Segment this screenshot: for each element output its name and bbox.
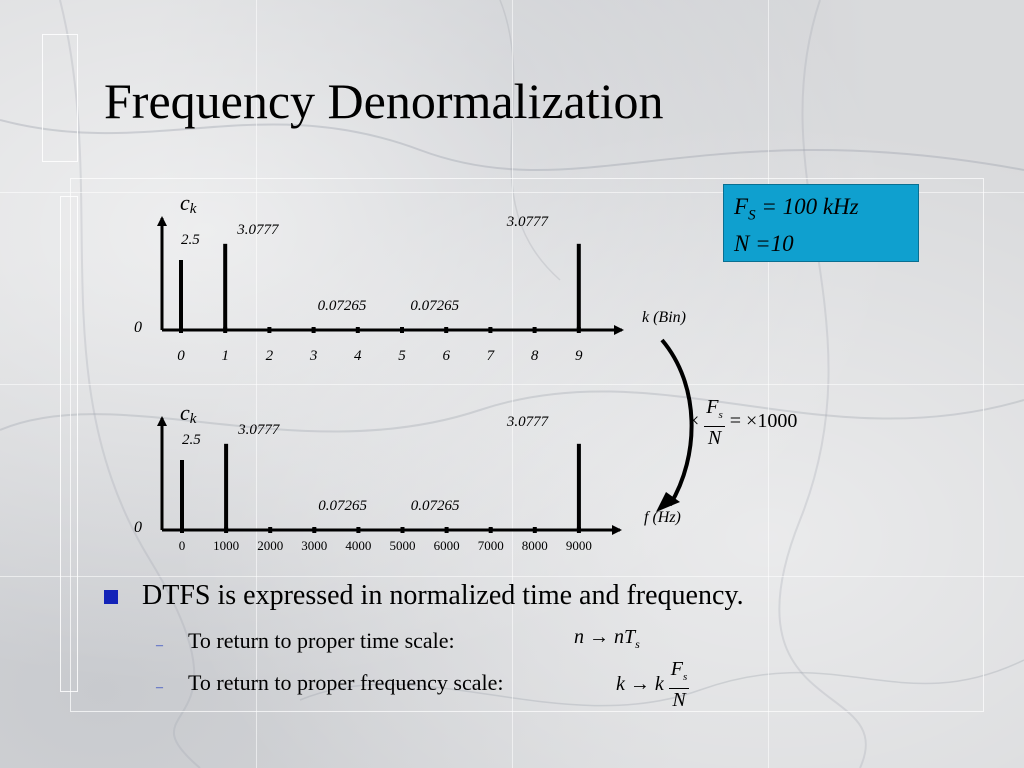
x-tick-label: 5000 [390, 538, 416, 553]
x-tick-mark [532, 527, 537, 533]
x-tick-label: 9 [575, 348, 583, 364]
x-tick-label: 0 [179, 538, 186, 553]
x-tick-label: 8000 [522, 538, 548, 553]
data-label: 0.07265 [318, 298, 367, 314]
zero-label: 0 [134, 519, 142, 536]
dash-icon: – [156, 638, 163, 653]
x-tick-mark [356, 527, 361, 533]
x-tick-label: 6000 [434, 538, 460, 553]
spectral-bar [180, 460, 184, 530]
y-axis-label: ck [180, 190, 197, 217]
x-axis-label: f (Hz) [644, 509, 681, 526]
conversion-arrow-head [656, 492, 680, 512]
y-axis-label: ck [180, 400, 197, 427]
x-tick-mark [444, 527, 449, 533]
spectral-bar [576, 243, 581, 330]
dash-icon: – [156, 680, 163, 695]
sampling-frequency: FS = 100 kHz [734, 194, 859, 224]
slide-title: Frequency Denormalization [104, 73, 664, 129]
data-label: 3.0777 [506, 414, 550, 430]
spectral-bar [312, 527, 317, 530]
data-label: 0.07265 [411, 498, 460, 514]
data-label: 2.5 [182, 432, 201, 448]
sample-count: N =10 [734, 230, 794, 256]
x-tick-mark [400, 527, 405, 533]
conversion-formula: × Fs N = ×1000 [688, 396, 798, 449]
sampling-info-box: FS = 100 kHz N =10 [723, 184, 919, 262]
time-scale-label: To return to proper time scale: [188, 628, 455, 653]
x-tick-label: 1 [221, 348, 229, 364]
x-tick-label: 3 [309, 348, 318, 364]
x-tick-mark [400, 327, 404, 333]
x-tick-label: 8 [531, 348, 539, 364]
spectral-bar [576, 443, 581, 530]
frequency-scale-formula: k → k Fs N [616, 658, 690, 711]
hz-spectrum-chart: 0 ck f (Hz) 0 2.5 1000 3.0777 2000 3000 0.07265 40… [134, 400, 681, 553]
x-tick-label: 6 [442, 348, 450, 364]
spectral-bar [224, 443, 229, 530]
decorative-bar [42, 34, 78, 162]
data-label: 0.07265 [410, 298, 459, 314]
spectral-bar [488, 527, 493, 530]
spectral-bar [488, 327, 493, 330]
conversion-arrow [660, 338, 694, 507]
x-tick-label: 4 [354, 348, 362, 364]
decorative-bar [60, 196, 78, 692]
x-tick-label: 7000 [478, 538, 504, 553]
x-tick-label: 2 [266, 348, 274, 364]
data-label: 3.0777 [236, 222, 280, 238]
zero-label: 0 [134, 319, 142, 336]
data-label: 3.0777 [506, 214, 550, 230]
tile-seam [512, 0, 513, 768]
data-label: 3.0777 [237, 422, 281, 438]
spectral-bar [179, 260, 183, 330]
x-tick-mark [532, 327, 537, 333]
bin-spectrum-chart: 0 ck k (Bin) 0 2.5 1 3.0777 2 3 0.07265 4 5 6 7 0.0726… [134, 190, 686, 364]
x-tick-label: 3000 [301, 538, 327, 553]
x-tick-label: 9000 [566, 538, 592, 553]
x-tick-mark [355, 327, 360, 333]
x-tick-label: 2000 [257, 538, 283, 553]
tile-seam [256, 0, 257, 768]
x-tick-mark [267, 327, 272, 333]
fs-over-n-fraction: Fs N [668, 658, 690, 711]
x-axis-label: k (Bin) [642, 309, 686, 326]
data-label: 2.5 [181, 232, 200, 248]
x-tick-label: 5 [398, 348, 406, 364]
x-tick-label: 1000 [213, 538, 239, 553]
x-tick-label: 7 [487, 348, 496, 364]
x-tick-mark [444, 327, 449, 333]
bullet-main-text: DTFS is expressed in normalized time and… [142, 580, 744, 611]
spectral-bar [223, 243, 228, 330]
data-label: 0.07265 [318, 498, 367, 514]
content-frame [70, 178, 984, 712]
fs-over-n-fraction: Fs N [704, 396, 725, 449]
time-scale-formula: n → nTs [574, 626, 640, 651]
x-tick-label: 4000 [345, 538, 371, 553]
frequency-scale-label: To return to proper frequency scale: [188, 670, 504, 695]
tile-seam [768, 0, 769, 768]
bullet-square-icon [104, 590, 118, 604]
x-tick-mark [268, 527, 273, 533]
spectral-bar [311, 327, 316, 330]
x-tick-label: 0 [177, 348, 185, 364]
